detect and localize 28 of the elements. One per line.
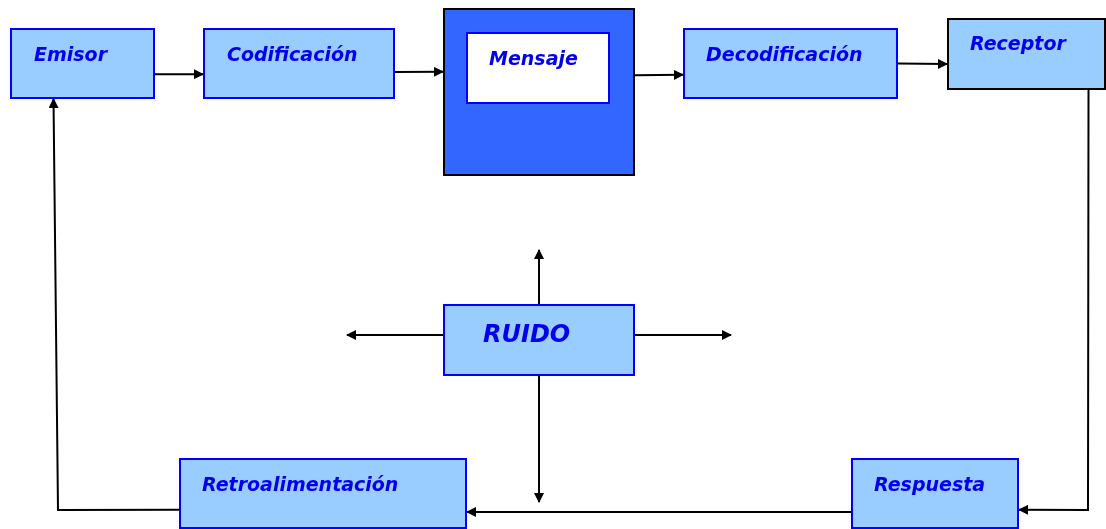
arrow [48,98,180,511]
node-label: Emisor [34,44,108,65]
process-box [10,28,155,99]
arrow [897,58,948,69]
arrow [154,69,204,80]
arrow [634,330,732,340]
process-box [179,458,467,529]
arrow [346,330,444,340]
arrow [634,69,684,80]
arrow [534,249,544,305]
node-label: Decodificación [706,44,863,65]
arrow [466,506,852,517]
noise-box [443,304,635,376]
node-label: Retroalimentación [202,474,399,495]
arrow [534,375,544,503]
node-label: Receptor [970,33,1066,54]
node-label: Mensaje [489,48,578,69]
node-label: Respuesta [874,474,986,495]
process-box [683,28,898,99]
message-panel [443,8,635,176]
message-box [466,32,610,104]
arrow [394,66,444,77]
node-label: Codificación [227,44,358,65]
process-box [947,18,1106,90]
process-box [203,28,395,99]
process-box [851,458,1019,529]
arrow [1018,89,1090,515]
node-label: RUIDO [483,321,571,348]
